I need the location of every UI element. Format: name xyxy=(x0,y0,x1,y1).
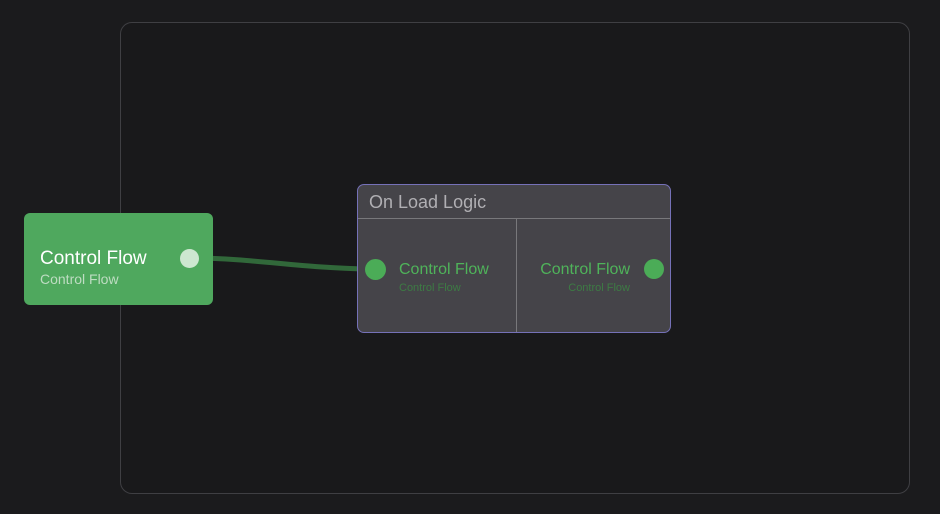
output-port-icon[interactable] xyxy=(644,259,664,279)
output-pin-subtitle: Control Flow xyxy=(568,282,630,294)
input-pin-subtitle: Control Flow xyxy=(399,282,461,294)
node-subtitle: Control Flow xyxy=(40,271,119,287)
input-pin-cell[interactable]: Control Flow Control Flow xyxy=(358,219,516,332)
pin-divider xyxy=(516,219,517,332)
output-pin-cell[interactable]: Control Flow Control Flow xyxy=(517,219,669,332)
output-pin-title: Control Flow xyxy=(540,261,630,278)
on-load-logic-group[interactable]: On Load Logic Control Flow Control Flow … xyxy=(357,184,671,333)
node-title: Control Flow xyxy=(40,248,147,269)
output-port-icon[interactable] xyxy=(180,249,199,268)
input-pin-title: Control Flow xyxy=(399,261,489,278)
group-body: Control Flow Control Flow Control Flow C… xyxy=(358,219,670,332)
group-header[interactable]: On Load Logic xyxy=(358,185,670,219)
input-port-icon[interactable] xyxy=(365,259,386,280)
group-title: On Load Logic xyxy=(369,192,487,212)
control-flow-node[interactable]: Control Flow Control Flow xyxy=(24,213,213,305)
